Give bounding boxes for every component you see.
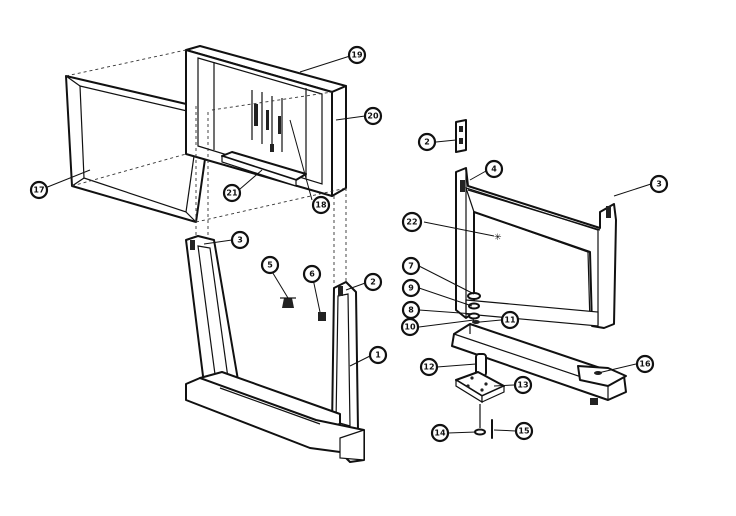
callout-p3a: 3 <box>230 230 250 250</box>
assembly-guide-lines <box>65 49 347 286</box>
callout-label: 2 <box>424 138 430 147</box>
callout-p11: 11 <box>500 310 520 330</box>
nut-6 <box>318 312 326 321</box>
callout-p9: 9 <box>401 278 421 298</box>
side-leg-3 <box>185 235 239 389</box>
callout-p18: 18 <box>311 195 331 215</box>
callout-label: 6 <box>309 270 315 279</box>
callout-p7: 7 <box>401 256 421 276</box>
callout-p8: 8 <box>401 300 421 320</box>
callout-label: 18 <box>315 201 327 210</box>
screw-5 <box>280 297 296 308</box>
u-frame: ✳ <box>455 167 617 329</box>
callout-label: 4 <box>491 165 497 174</box>
callout-label: 5 <box>267 261 273 270</box>
callout-p17: 17 <box>29 180 49 200</box>
bolt-14 <box>474 404 486 436</box>
callout-p6: 6 <box>302 264 322 284</box>
washer-stack <box>467 292 481 324</box>
base-crossbar <box>185 371 365 463</box>
callout-p22: 22 <box>401 211 423 233</box>
callout-p20: 20 <box>363 106 383 126</box>
callout-p13: 13 <box>513 375 533 395</box>
callout-label: 3 <box>237 236 243 245</box>
callout-label: 15 <box>518 427 530 436</box>
leader-lines <box>39 55 652 434</box>
callout-label: 20 <box>367 112 379 121</box>
callout-p1: 1 <box>368 345 388 365</box>
callout-p3b: 3 <box>649 174 669 194</box>
callout-label: 10 <box>404 323 416 332</box>
base-rail-16 <box>451 323 627 405</box>
callout-label: 7 <box>408 262 414 271</box>
callout-p16: 16 <box>635 354 655 374</box>
callout-label: 17 <box>33 186 44 195</box>
callout-label: 11 <box>504 316 516 325</box>
callout-label: 19 <box>351 51 363 60</box>
callout-p21: 21 <box>222 183 242 203</box>
callout-p2a: 2 <box>363 272 383 292</box>
callout-p14: 14 <box>430 423 450 443</box>
callout-label: 2 <box>370 278 376 287</box>
bracket-21 <box>221 151 307 187</box>
bracket-2-loose <box>455 119 467 153</box>
callout-label: 13 <box>517 381 528 390</box>
callout-label: 8 <box>408 306 414 315</box>
plate-13 <box>455 371 505 404</box>
panel-18 <box>251 90 283 152</box>
callout-label: 1 <box>375 351 381 360</box>
callout-p2b: 2 <box>417 132 437 152</box>
callout-label: 9 <box>408 284 414 293</box>
callout-label: 21 <box>226 189 238 198</box>
callout-p10: 10 <box>400 317 420 337</box>
callout-p15: 15 <box>514 421 534 441</box>
svg-text:✳: ✳ <box>494 233 502 243</box>
callout-label: 16 <box>639 360 651 369</box>
callout-p4: 4 <box>484 159 504 179</box>
callout-p5: 5 <box>260 255 280 275</box>
callout-p12: 12 <box>419 357 439 377</box>
callout-label: 12 <box>423 363 434 372</box>
callout-label: 3 <box>656 180 662 189</box>
callout-p19: 19 <box>347 45 367 65</box>
callout-label: 14 <box>434 429 446 438</box>
callout-label: 22 <box>406 218 417 227</box>
